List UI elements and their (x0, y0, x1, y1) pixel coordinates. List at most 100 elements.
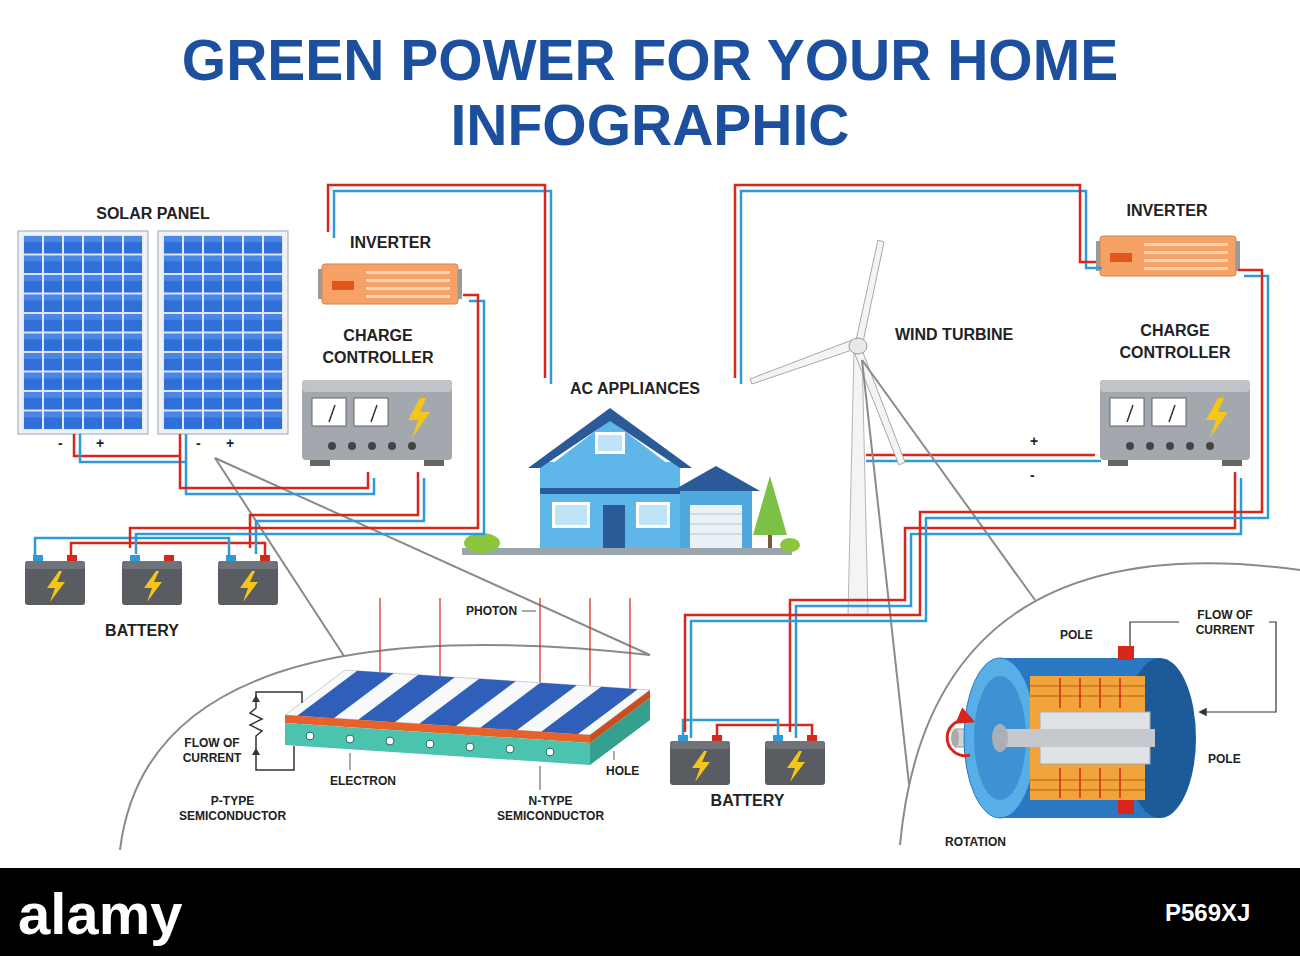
polarity-sign: - (1030, 467, 1035, 485)
component-label: CHARGE CONTROLLER (313, 325, 443, 369)
wind-turbine-art (750, 240, 905, 615)
solar-panel-art (163, 235, 283, 430)
house-art (672, 466, 760, 491)
polarity-sign: - (58, 435, 63, 453)
charge-carrier (346, 735, 354, 743)
negative-wire (1031, 460, 1101, 463)
solar-cell-art (252, 748, 260, 755)
positive-wire (685, 270, 1262, 732)
callout-label: ELECTRON (330, 774, 396, 789)
charge-carrier (466, 743, 474, 751)
component-node: INVERTER (318, 232, 463, 308)
battery-wire (71, 543, 265, 555)
house-art (680, 488, 752, 548)
component-node: CHARGE CONTROLLER (298, 325, 458, 472)
component-label: BATTERY (665, 790, 830, 812)
battery-wire (35, 538, 812, 735)
generator-art (1059, 768, 1061, 798)
positive-wire (1025, 454, 1095, 457)
battery-art (122, 555, 182, 605)
generator-art (1099, 678, 1101, 708)
charge-carrier (506, 745, 514, 753)
battery-art (670, 735, 730, 785)
solar-cell-art (252, 695, 260, 702)
house-art (462, 548, 792, 555)
generator-art (1119, 678, 1121, 708)
callout-leader (900, 563, 1300, 845)
house-art (540, 462, 680, 548)
label-leader (614, 751, 615, 760)
negative-wire (741, 191, 1102, 384)
generator-art (992, 724, 1008, 752)
component-label: CHARGE CONTROLLER (1110, 320, 1240, 364)
watermark: P569XJ (1165, 898, 1250, 928)
solar-cell-art (250, 692, 302, 770)
battery-wire (35, 538, 229, 555)
house-art (462, 408, 800, 555)
negative-wire (691, 276, 1268, 738)
house-art (528, 408, 692, 468)
solar-cell-art (590, 698, 650, 765)
charge-carrier (306, 732, 554, 756)
photon-ray (629, 598, 630, 700)
battery-art (218, 555, 278, 605)
generator-art (947, 622, 1276, 818)
solar-panel-art (18, 231, 288, 434)
turbine-wire (866, 454, 1025, 457)
battery-wire (683, 720, 778, 735)
battery-art (765, 735, 825, 785)
wind-turbine-art (750, 340, 852, 384)
panel-wire (185, 434, 188, 449)
generator-art (951, 729, 959, 747)
label-leader (540, 766, 541, 790)
label-leader (350, 611, 614, 790)
callout-label: FLOW OF CURRENT (1185, 608, 1265, 638)
positive-wire (250, 472, 418, 548)
wire-connector (735, 185, 1102, 384)
wind-turbine-art (855, 240, 884, 347)
callout-label: FLOW OF CURRENT (180, 736, 244, 766)
label-leader (350, 753, 351, 770)
generator-art (1119, 768, 1121, 798)
callout-label: ROTATION (945, 835, 1006, 850)
title-text: GREEN POWER FOR YOUR HOME INFOGRAPHIC (100, 28, 1200, 158)
house-art (639, 505, 667, 525)
house-art (690, 534, 742, 535)
solar-cell-art (250, 598, 650, 790)
polarity-sign: + (1030, 433, 1038, 451)
positive-wire (735, 185, 1096, 378)
inverter-art (318, 236, 1240, 304)
generator-art (1060, 678, 1120, 798)
component-label: BATTERY (82, 620, 202, 642)
generator-art (1030, 789, 1145, 791)
component-label: INVERTER (1096, 200, 1238, 222)
house-art (753, 476, 787, 535)
negative-wire (136, 301, 484, 554)
house-art (780, 538, 800, 552)
inverter-art (318, 264, 462, 304)
house-art (555, 505, 587, 525)
solar-cell-art (285, 723, 590, 765)
generator-art (1118, 800, 1134, 814)
panel-wire (74, 434, 186, 462)
panel-wire (80, 434, 186, 462)
house-art (464, 533, 500, 553)
panel-wire (74, 434, 180, 456)
generator-art (1079, 678, 1081, 708)
component-node: AC APPLIANCES (505, 378, 765, 556)
house-art (595, 432, 625, 454)
generator-art (1030, 779, 1145, 781)
charge-carrier (426, 740, 434, 748)
component-label: WIND TURBINE (895, 324, 1020, 346)
wire-connector (1025, 455, 1101, 461)
callout-label: POLE (1060, 628, 1093, 643)
charge-controller-art (302, 380, 1250, 466)
component-node: INVERTER (1096, 200, 1238, 295)
generator-art (1099, 768, 1101, 798)
panel-wire (179, 434, 182, 443)
callout-leader (862, 360, 1035, 600)
polarity-sign: - (196, 435, 201, 453)
generator-art (1030, 685, 1145, 687)
house-art (636, 502, 670, 528)
